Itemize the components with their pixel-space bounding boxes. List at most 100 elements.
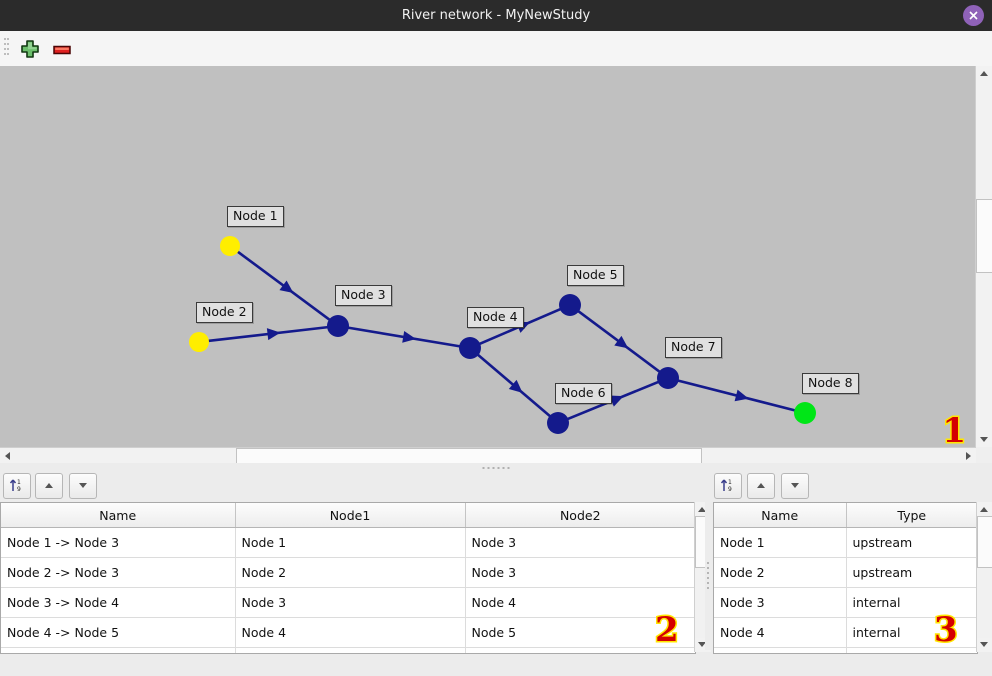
table-cell[interactable]: Node 3: [714, 587, 847, 618]
nodes-move-up-button[interactable]: [747, 473, 775, 499]
arrow-up-icon: [757, 483, 765, 488]
canvas-vscroll-thumb[interactable]: [976, 199, 992, 273]
chevron-up-icon: [980, 507, 988, 512]
reaches-sort-button[interactable]: 1 9: [3, 473, 31, 499]
nodes-scroll-up-button[interactable]: [977, 502, 992, 516]
close-icon[interactable]: [963, 5, 984, 26]
arrow-down-icon: [79, 483, 87, 488]
diagram-node-label-node3[interactable]: Node 3: [335, 285, 392, 306]
nodes-vertical-scrollbar[interactable]: [976, 502, 992, 652]
diagram-node-label-node7[interactable]: Node 7: [665, 337, 722, 358]
diagram-node-node6[interactable]: [547, 412, 569, 434]
reaches-move-up-button[interactable]: [35, 473, 63, 499]
reaches-move-down-button[interactable]: [69, 473, 97, 499]
table-row[interactable]: [714, 647, 977, 653]
table-cell[interactable]: Node 4: [714, 617, 847, 648]
nodes-scroll-down-button[interactable]: [977, 638, 992, 652]
diagram-node-node8[interactable]: [794, 402, 816, 424]
table-cell[interactable]: upstream: [846, 557, 977, 588]
diagram-node-node2[interactable]: [189, 332, 209, 352]
table-cell[interactable]: Node 4 -> Node 5: [1, 617, 236, 648]
diagram-node-label-node5[interactable]: Node 5: [567, 265, 624, 286]
diagram-node-node4[interactable]: [459, 337, 481, 359]
diagram-node-label-node8[interactable]: Node 8: [802, 373, 859, 394]
nodes-move-down-button[interactable]: [781, 473, 809, 499]
table-cell[interactable]: Node 3: [465, 557, 695, 588]
nodes-column-header-0[interactable]: Name: [714, 503, 847, 528]
table-cell[interactable]: Node 1 -> Node 3: [1, 527, 236, 558]
diagram-node-label-node1[interactable]: Node 1: [227, 206, 284, 227]
canvas-horizontal-scrollbar[interactable]: [0, 447, 976, 465]
table-cell[interactable]: [1, 647, 236, 653]
add-node-icon[interactable]: [18, 37, 42, 61]
horizontal-splitter[interactable]: [0, 463, 992, 473]
network-diagram-canvas[interactable]: Node 1 Node 2 Node 3 Node 4 Node 5 Node 6 Node…: [0, 66, 992, 463]
table-cell[interactable]: Node 3: [235, 587, 466, 618]
edge-arrowhead-icon: [279, 280, 294, 294]
delete-node-icon[interactable]: [50, 37, 74, 61]
nodes-column-header-1[interactable]: Type: [846, 503, 977, 528]
table-cell[interactable]: upstream: [846, 527, 977, 558]
table-cell[interactable]: [714, 647, 847, 653]
scroll-left-button[interactable]: [0, 448, 15, 464]
diagram-node-label-node4[interactable]: Node 4: [467, 307, 524, 328]
table-cell[interactable]: Node 2 -> Node 3: [1, 557, 236, 588]
table-row[interactable]: [1, 647, 695, 653]
table-cell[interactable]: Node 4: [235, 617, 466, 648]
table-cell[interactable]: [846, 647, 977, 653]
diagram-node-node7[interactable]: [657, 367, 679, 389]
diagram-node-node3[interactable]: [327, 315, 349, 337]
toolbar-grip[interactable]: [4, 38, 9, 60]
table-cell[interactable]: [465, 647, 695, 653]
table-cell[interactable]: Node 3: [465, 527, 695, 558]
table-cell[interactable]: [235, 647, 466, 653]
diagram-node-label-node2[interactable]: Node 2: [196, 302, 253, 323]
chevron-left-icon: [5, 452, 10, 460]
scroll-up-button[interactable]: [976, 66, 992, 81]
table-cell[interactable]: Node 4: [465, 587, 695, 618]
vertical-splitter[interactable]: [705, 502, 711, 650]
annotation-1: 1: [941, 410, 968, 453]
reaches-column-header-1[interactable]: Node1: [235, 503, 466, 528]
scroll-right-button[interactable]: [961, 448, 976, 464]
reaches-column-header-2[interactable]: Node2: [465, 503, 695, 528]
table-cell[interactable]: Node 1: [714, 527, 847, 558]
svg-text:1: 1: [728, 479, 732, 486]
table-cell[interactable]: Node 2: [235, 557, 466, 588]
table-cell[interactable]: internal: [846, 617, 977, 648]
canvas-vertical-scrollbar[interactable]: [975, 66, 992, 447]
table-cell[interactable]: Node 2: [714, 557, 847, 588]
diagram-node-node5[interactable]: [559, 294, 581, 316]
table-cell[interactable]: internal: [846, 587, 977, 618]
nodes-sort-button[interactable]: 1 9: [714, 473, 742, 499]
diagram-node-node1[interactable]: [220, 236, 240, 256]
scroll-down-button[interactable]: [976, 432, 992, 447]
reaches-column-header-0[interactable]: Name: [1, 503, 236, 528]
plus-glyph: [21, 40, 39, 58]
table-cell[interactable]: Node 3 -> Node 4: [1, 587, 236, 618]
table-cell[interactable]: Node 5: [465, 617, 695, 648]
nodes-vscroll-thumb[interactable]: [977, 516, 992, 568]
vertical-splitter-grip: [707, 562, 709, 592]
table-cell[interactable]: Node 1: [235, 527, 466, 558]
arrow-down-icon: [791, 483, 799, 488]
scrollbar-corner: [976, 447, 992, 463]
diagram-node-label-node6[interactable]: Node 6: [555, 383, 612, 404]
